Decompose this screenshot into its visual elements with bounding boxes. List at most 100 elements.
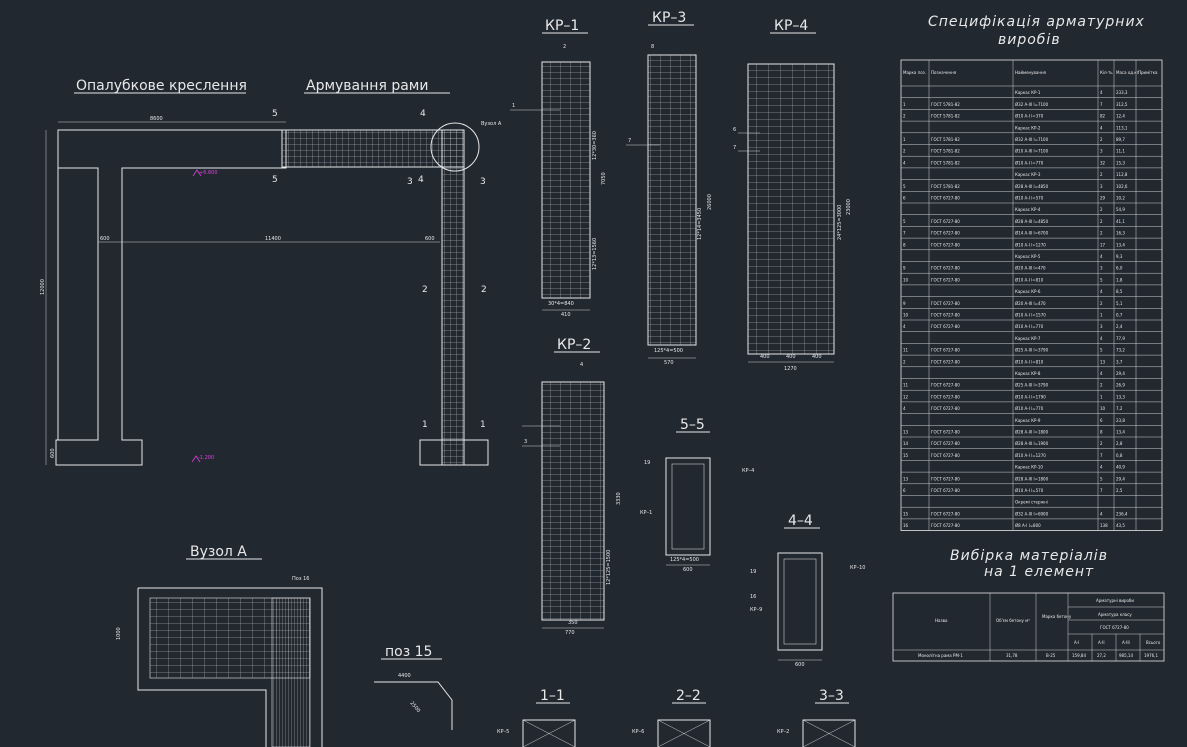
section-4-4: 4–4 600 КР–10 КР–9 16 19	[750, 513, 865, 668]
sec11-title: 1–1	[540, 688, 565, 704]
spec-cell: ГОСТ 6727-80	[931, 383, 960, 388]
kr2-pos-a: 4	[580, 362, 583, 368]
spec-cell: ГОСТ 6727-80	[931, 313, 960, 318]
spec-cell: 5	[1100, 348, 1103, 353]
spec-cell: 8,5	[1116, 289, 1123, 294]
kr4-pos-b: 7	[733, 145, 736, 151]
spec-cell: ГОСТ 5781-82	[931, 137, 960, 142]
spec-cell: 102,6	[1116, 184, 1128, 189]
node-a-pos: Поз 16	[292, 576, 309, 582]
spec-cell: 15	[903, 511, 909, 516]
mat-col-name: Назва	[935, 618, 948, 623]
spec-cell: Ø10 А-І l=770	[1015, 160, 1044, 165]
mat-class-3: Всього	[1146, 640, 1161, 645]
spec-cell: 7	[1100, 102, 1103, 107]
kr2-spacing: 12*125=1500	[606, 550, 612, 585]
kr1-spacing: 12*13=1560	[592, 238, 598, 270]
sec-mark-2-right: 2	[481, 285, 487, 295]
spec-cell: 41,1	[1116, 219, 1125, 224]
sec-mark-5-bot: 5	[272, 175, 278, 185]
kr3-pos-b: 7	[628, 138, 631, 144]
spec-cell: 2	[1100, 172, 1103, 177]
kr1-top: 12*30=360	[592, 131, 598, 160]
elev-bottom: -1.200	[198, 455, 214, 461]
spec-cell: 6	[903, 488, 906, 493]
mat-row-name: Монолітна рама РМ-1	[918, 653, 963, 658]
spec-cell: 4	[1100, 289, 1103, 294]
mat-val-0: 159,84	[1072, 653, 1086, 658]
spec-cell: 4	[903, 406, 906, 411]
node-a-title: Вузол А	[190, 544, 247, 560]
spec-cell: Ø28 А-ІІІ l=1800	[1015, 476, 1049, 481]
kr4-height: 23000	[846, 199, 852, 215]
spec-cell: ГОСТ 6727-80	[931, 476, 960, 481]
spec-cell: 13,4	[1116, 430, 1125, 435]
spec-cell: ГОСТ 6727-80	[931, 523, 960, 528]
spec-cell: Ø10 А-І l=1570	[1015, 313, 1046, 318]
kr4-step-1: 400	[760, 354, 770, 360]
mat-val-1: 27,2	[1097, 653, 1106, 658]
spec-cell: 2,8	[1116, 441, 1123, 446]
spec-cell: 54,9	[1116, 207, 1125, 212]
spec-cell: 0,8	[1116, 453, 1123, 458]
spec-header-2: Найменування	[1015, 70, 1047, 75]
spec-cell: 2	[1100, 219, 1103, 224]
spec-cell: Ø10 А-І l=570	[1015, 488, 1044, 493]
spec-cell: 1	[903, 102, 906, 107]
sec22-kr: КР–6	[632, 729, 644, 735]
node-a-circle	[430, 122, 480, 172]
reinforcement-title: Армування рами	[306, 78, 428, 94]
spec-cell: 10	[1100, 406, 1106, 411]
spec-cell: 2,5	[1116, 488, 1123, 493]
spec-cell: ГОСТ 6727-80	[931, 394, 960, 399]
spec-cell: 233,3	[1116, 90, 1128, 95]
formwork-drawing: Опалубкове креслення 8600 11400 600 600 …	[40, 78, 440, 466]
spec-cell: Ø25 А-ІІІ l=3790	[1015, 383, 1049, 388]
spec-cell: ГОСТ 6727-80	[931, 359, 960, 364]
spec-cell: ГОСТ 6727-80	[931, 277, 960, 282]
spec-cell: 2	[1100, 137, 1103, 142]
spec-cell: 1	[903, 137, 906, 142]
spec-cell: 2	[1100, 383, 1103, 388]
spec-cell: 89,7	[1116, 137, 1125, 142]
spec-cell: Ø10 А-І l=1270	[1015, 453, 1046, 458]
sec-mark-1-right: 1	[480, 420, 486, 430]
cage-kr2: КР–2 770 350 3330 12*125=1500 4 3	[522, 337, 622, 636]
materials-title-1: Вибірка матеріалів	[950, 548, 1108, 564]
spec-cell: Ø28 А-ІІІ l=1900	[1015, 441, 1049, 446]
spec-cell: 2	[903, 114, 906, 119]
spec-cell: ГОСТ 6727-80	[931, 301, 960, 306]
spec-cell: 40,9	[1116, 465, 1125, 470]
spec-cell: ГОСТ 6727-80	[931, 453, 960, 458]
materials-table	[892, 592, 1165, 662]
spec-cell: ГОСТ 6727-80	[931, 266, 960, 271]
spec-cell: 0,7	[1116, 313, 1123, 318]
spec-cell: 14	[903, 441, 909, 446]
spec-cell: 10	[903, 277, 909, 282]
spec-cell: 1	[1100, 313, 1103, 318]
spec-cell: Ø32 А-ІІІ l=6900	[1015, 511, 1049, 516]
spec-cell: ГОСТ 6727-80	[931, 441, 960, 446]
spec-cell: ГОСТ 5781-82	[931, 149, 960, 154]
sec-mark-3-left: 3	[407, 177, 413, 187]
sec55-pos19: 19	[644, 460, 650, 466]
spec-cell: 3	[1100, 266, 1103, 271]
kr2-pos-b: 3	[524, 439, 527, 445]
kr1-height: 7050	[601, 172, 607, 185]
kr1-pos-b: 1	[512, 103, 515, 109]
spec-cell: 73,2	[1116, 348, 1125, 353]
spec-cell: 4	[1100, 511, 1103, 516]
spec-cell: 9	[903, 301, 906, 306]
dim-top-span: 8600	[150, 116, 163, 122]
sec44-width: 600	[795, 662, 805, 668]
spec-cell: 32	[1100, 160, 1106, 165]
spec-cell: 3	[1100, 184, 1103, 189]
spec-cell: Каркас КР-4	[1015, 207, 1041, 212]
spec-cell: ГОСТ 6727-80	[931, 324, 960, 329]
kr1-width: 410	[561, 312, 571, 318]
kr4-title: КР–4	[774, 18, 808, 34]
kr4-width: 1270	[784, 366, 797, 372]
spec-title-1: Специфікація арматурних	[928, 14, 1145, 30]
spec-cell: 9,3	[1116, 254, 1123, 259]
